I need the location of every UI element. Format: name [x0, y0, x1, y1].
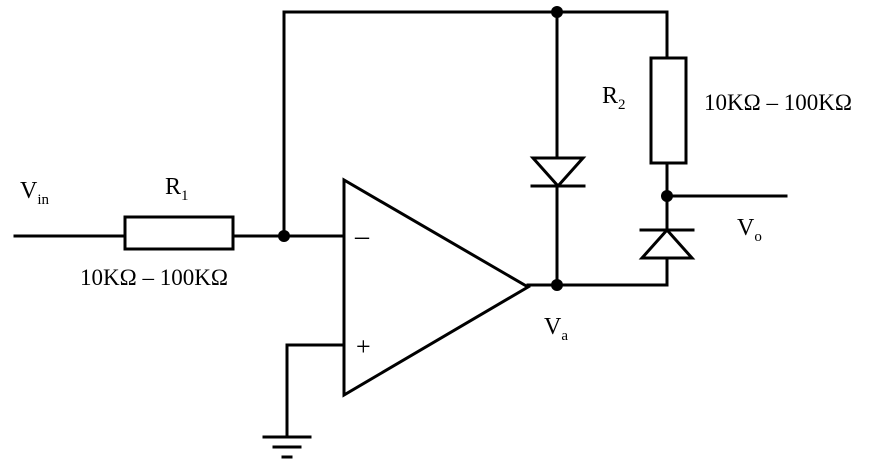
junction-va-node — [551, 279, 563, 291]
diode-d2-body — [638, 227, 696, 260]
diode-d1-body — [529, 156, 587, 189]
junction-inverting-node — [278, 230, 290, 242]
va-label: Va — [544, 314, 568, 344]
vo-label: Vo — [737, 215, 762, 245]
wires — [13, 10, 788, 439]
non-inverting-input-label: + — [356, 332, 371, 361]
r1-value-label: 10KΩ – 100KΩ — [80, 265, 228, 290]
junction-vo-node — [661, 190, 673, 202]
diode-d1 — [529, 156, 587, 189]
resistor-r1 — [123, 215, 235, 251]
r2-label: R2 — [602, 83, 626, 113]
resistor-r2 — [649, 56, 688, 165]
op-amp-triangle — [342, 177, 531, 398]
vin-label: Vin — [20, 178, 50, 208]
inverting-input-label: – — [354, 221, 370, 252]
ground-symbol — [262, 435, 312, 459]
junction-top-node — [551, 6, 563, 18]
diode-d2 — [638, 227, 696, 260]
junction-dots — [278, 6, 673, 291]
r1-label: R1 — [165, 174, 189, 204]
r2-value-label: 10KΩ – 100KΩ — [704, 90, 852, 115]
